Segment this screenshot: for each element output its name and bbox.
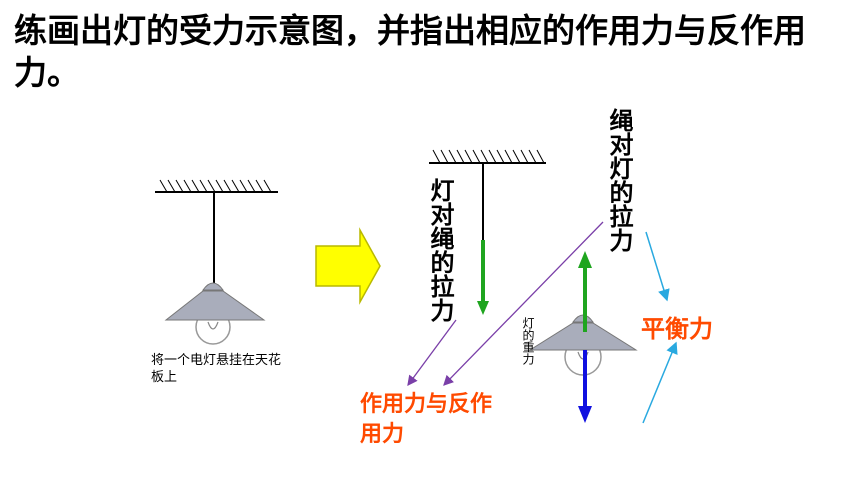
ceiling-hatch-right — [429, 149, 546, 164]
pointer-line-1 — [407, 319, 457, 387]
ceiling-hatch-left — [155, 179, 278, 193]
transition-arrow — [315, 227, 381, 305]
page-title: 练画出灯的受力示意图，并指出相应的作用力与反作用力。 — [14, 11, 806, 92]
arrow-lamp-on-rope — [477, 240, 489, 315]
label-rope-on-lamp: 绳对灯的拉力 — [605, 108, 633, 252]
label-balance: 平衡力 — [641, 315, 713, 343]
pointer-line-2 — [443, 221, 604, 386]
label-lamp-on-rope: 灯对绳的拉力 — [426, 178, 454, 322]
lamp-left — [164, 282, 266, 345]
arrow-rope-on-lamp — [578, 251, 592, 332]
left-lamp-scene — [155, 179, 278, 345]
balance-pointer-1 — [645, 231, 670, 302]
label-gravity: 灯的重力 — [521, 317, 535, 365]
label-action-reaction: 作用力与反作用力 — [360, 392, 493, 447]
balance-pointer-2 — [642, 341, 678, 424]
caption-left: 将一个电灯悬挂在天花板上 — [151, 353, 282, 385]
arrow-gravity — [578, 350, 592, 423]
